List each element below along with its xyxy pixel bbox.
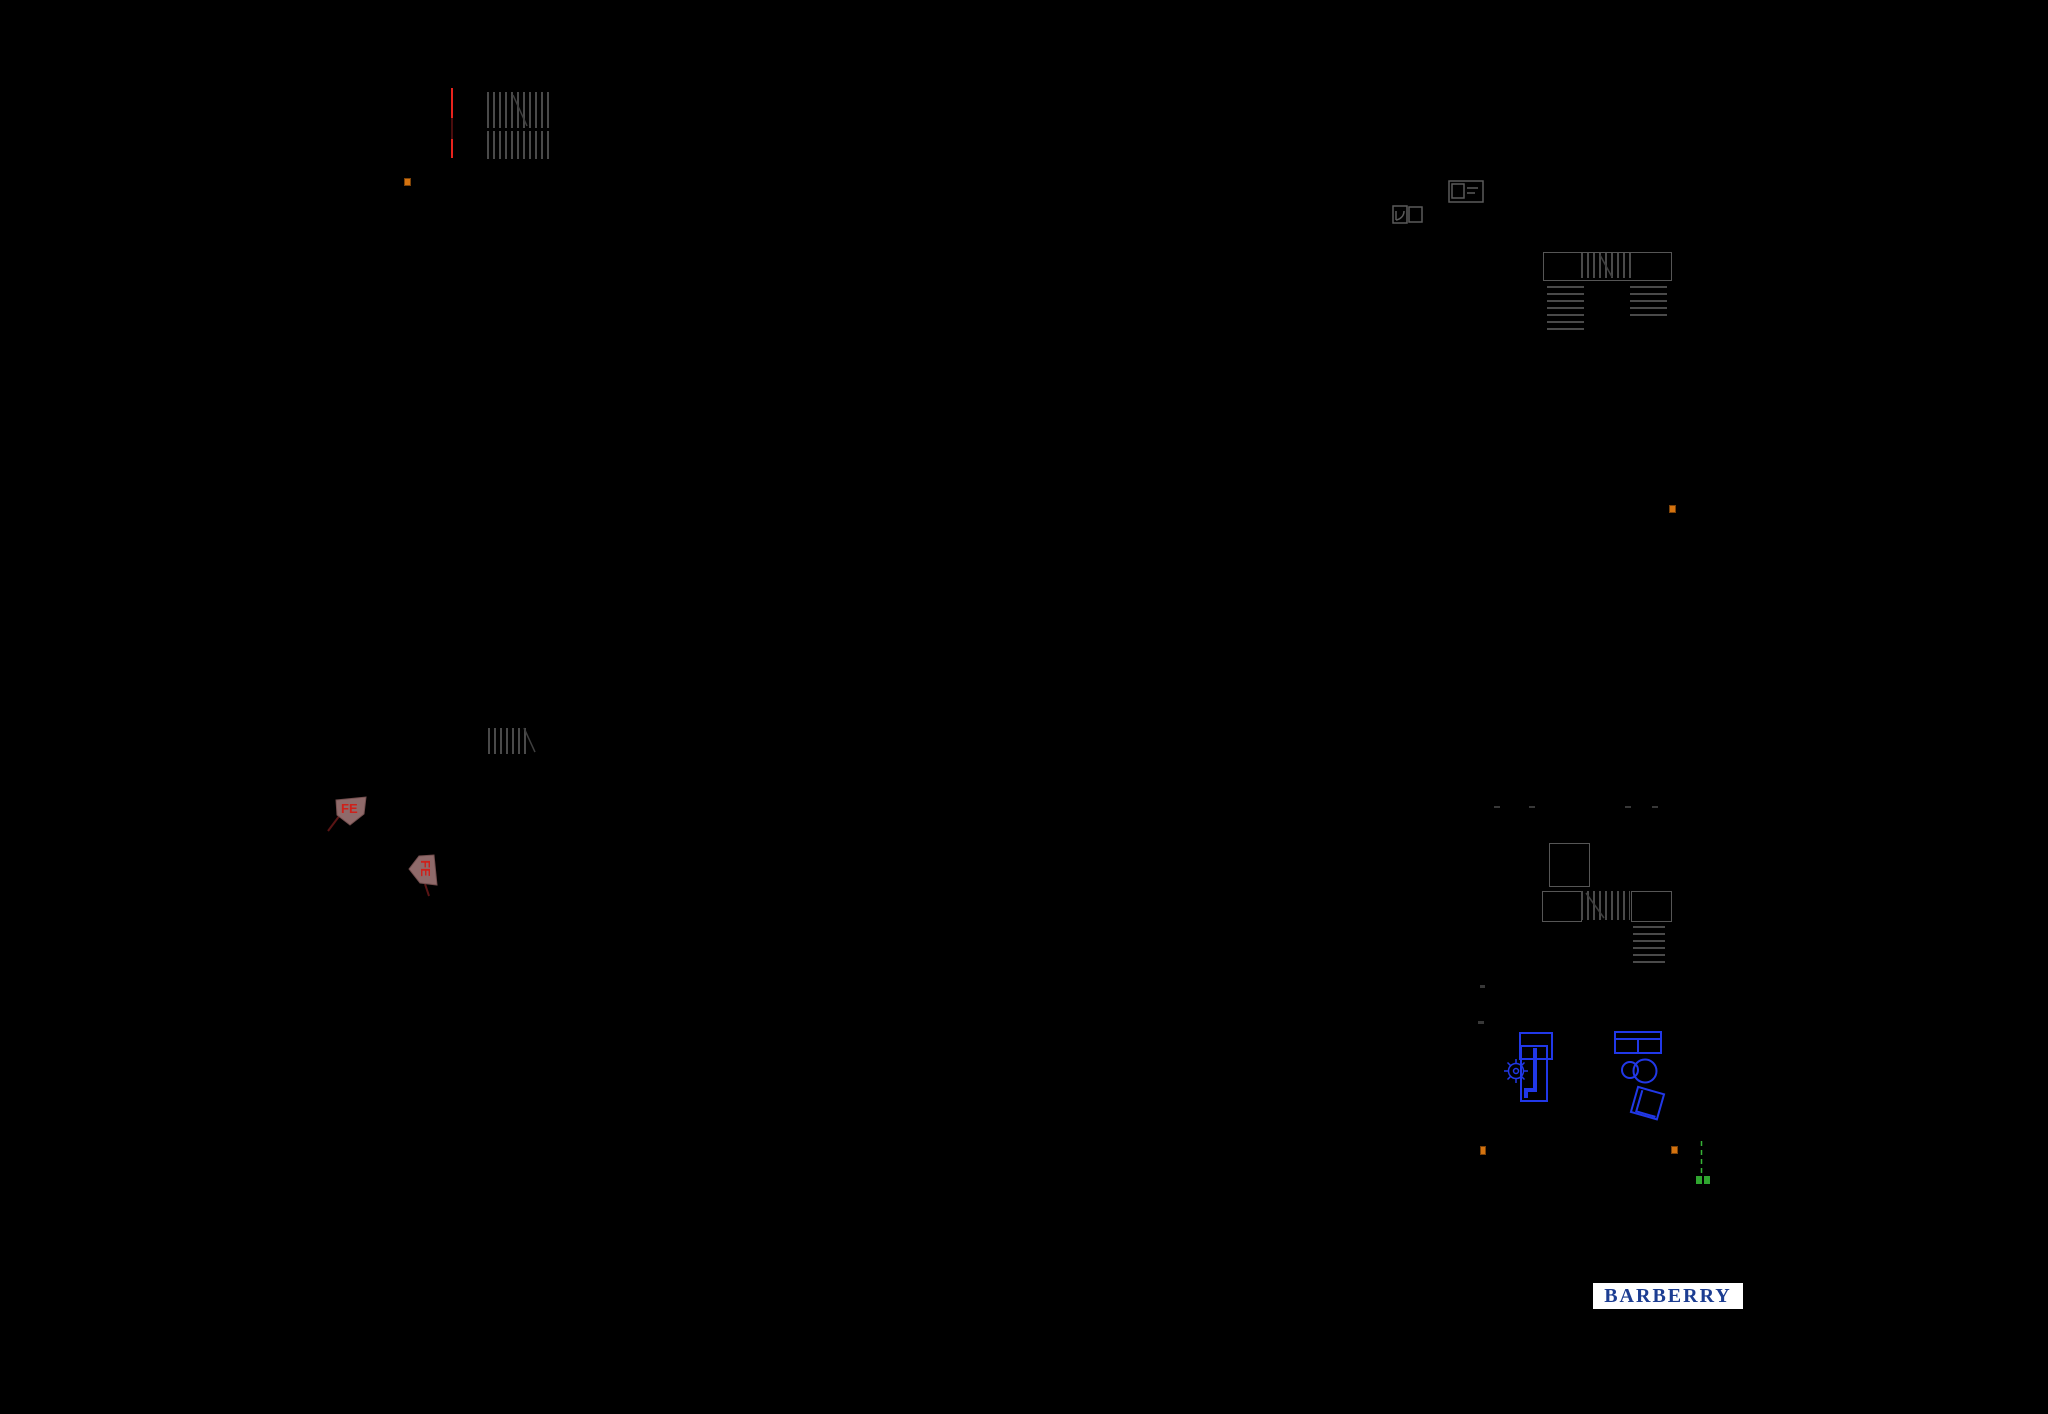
barberry-logo-text: BARBERRY xyxy=(1604,1285,1732,1307)
fire-extinguisher-icon: FE xyxy=(327,796,367,832)
stair-treads-mid-right xyxy=(1633,926,1665,968)
green-leader xyxy=(1696,1141,1710,1184)
wall-tick xyxy=(1494,806,1500,808)
orange-device-marker xyxy=(1671,1146,1678,1154)
wall-tick xyxy=(1625,806,1631,808)
fixture-door-icon xyxy=(1392,205,1423,224)
wall-tick xyxy=(1480,985,1485,988)
armchair-icon xyxy=(1629,1085,1666,1121)
fire-extinguisher-icon: FE xyxy=(408,854,438,897)
stair-hatch-mid-left xyxy=(488,728,526,754)
orange-device-marker xyxy=(404,178,411,186)
fixture-counter-icon xyxy=(1448,180,1484,203)
wall-tick xyxy=(1529,806,1535,808)
furniture-group xyxy=(1504,1031,1666,1121)
red-wall-line-mid xyxy=(451,118,453,139)
stair-landing-outline-top-right xyxy=(1543,252,1672,281)
stair-hatch-top-left-upper xyxy=(487,92,549,128)
barberry-logo: BARBERRY xyxy=(1593,1283,1743,1309)
orange-device-marker xyxy=(1669,505,1676,513)
stair-treads-top-right-left xyxy=(1547,286,1584,331)
red-wall-line-upper xyxy=(451,88,453,118)
wall-tick xyxy=(1652,806,1658,808)
shaft-outline xyxy=(1549,843,1590,887)
side-table-icon xyxy=(1621,1061,1639,1079)
round-chair-icon xyxy=(1632,1058,1658,1084)
sofa-icon xyxy=(1614,1031,1662,1054)
desk-icon xyxy=(1519,1032,1553,1102)
orange-device-marker xyxy=(1480,1146,1486,1155)
fe-label: FE xyxy=(418,860,433,877)
stair-hatch-top-left-lower xyxy=(487,131,553,159)
fe-label: FE xyxy=(341,801,358,816)
wall-tick xyxy=(1478,1021,1484,1024)
red-wall-line-lower xyxy=(451,139,453,158)
stair-landing-mid-right-right xyxy=(1631,891,1672,922)
green-marker xyxy=(1704,1176,1710,1184)
stair-treads-top-right-right xyxy=(1630,286,1667,318)
stair-hatch-mid-right xyxy=(1581,891,1630,920)
hatch-break-lines xyxy=(512,94,1613,919)
plant-icon xyxy=(1504,1059,1528,1083)
green-marker xyxy=(1696,1176,1702,1184)
